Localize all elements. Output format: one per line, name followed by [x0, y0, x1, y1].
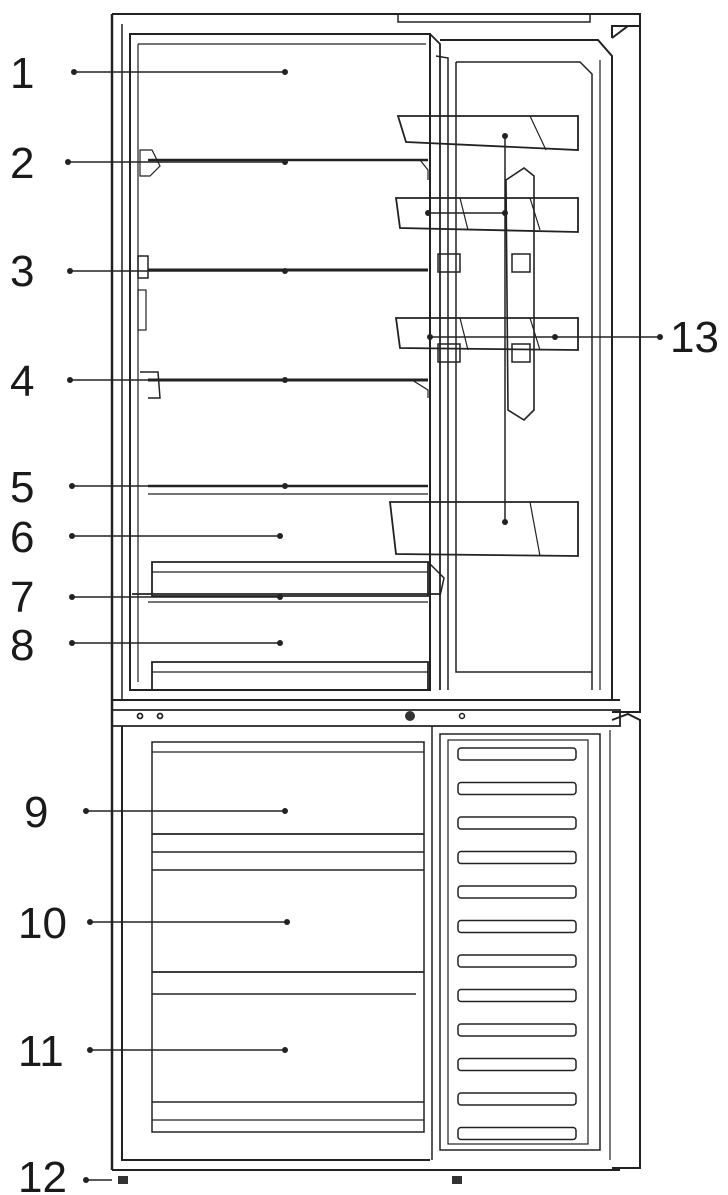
crisper-cover-shelf	[148, 484, 428, 495]
callout-label-7: 7	[10, 573, 34, 622]
crisper-drawer-upper	[132, 561, 445, 603]
callout-7: 7	[10, 573, 283, 622]
freezer-door-slots	[457, 747, 577, 1141]
crisper-drawer-lower	[151, 661, 429, 691]
callout-10: 10	[18, 899, 290, 948]
callout-2: 2	[10, 139, 288, 188]
callout-8: 8	[10, 621, 283, 670]
callout-4: 4	[10, 357, 288, 406]
callout-label-3: 3	[10, 247, 34, 296]
freezer-door-slot	[457, 954, 577, 968]
callouts: 1 2 3 4 5 6 7	[10, 49, 719, 1195]
callout-label-12: 12	[18, 1153, 67, 1195]
freezer-door-slot	[457, 781, 577, 796]
callout-label-13: 13	[670, 313, 719, 362]
callout-label-11: 11	[18, 1027, 64, 1076]
callout-label-5: 5	[10, 463, 34, 512]
glass-shelf-top	[139, 149, 429, 180]
freezer-door-slot	[457, 816, 577, 830]
freezer-cabinet	[112, 726, 620, 1184]
freezer-door-slot	[457, 885, 577, 899]
callout-label-6: 6	[10, 513, 34, 562]
callout-6: 6	[10, 513, 283, 562]
callout-label-10: 10	[18, 899, 67, 948]
callout-label-8: 8	[10, 621, 34, 670]
callout-label-1: 1	[10, 49, 34, 98]
freezer-door-slot	[457, 850, 577, 865]
compartment-divider	[112, 709, 621, 727]
callout-12: 12	[18, 1153, 112, 1195]
callout-1: 1	[10, 49, 288, 98]
callout-9: 9	[24, 788, 288, 837]
freezer-door-slot	[457, 1126, 577, 1141]
callout-13: 13	[425, 133, 719, 525]
freezer-door	[439, 712, 641, 1169]
glass-shelf-lower	[140, 371, 429, 399]
freezer-door-slot	[457, 919, 577, 934]
callout-5: 5	[10, 463, 288, 512]
freezer-door-slot	[457, 988, 577, 1003]
freezer-door-slot	[457, 1092, 577, 1106]
glass-shelf-middle	[137, 255, 428, 331]
freezer-door-slot	[457, 1057, 577, 1072]
callout-11: 11	[18, 1027, 288, 1076]
callout-label-2: 2	[10, 139, 34, 188]
callout-3: 3	[10, 247, 288, 296]
freezer-door-slot	[457, 747, 577, 761]
fridge-cabinet	[110, 13, 641, 1170]
callout-label-4: 4	[10, 357, 34, 406]
fridge-door	[388, 25, 641, 713]
freezer-door-slot	[457, 1023, 577, 1037]
callout-label-9: 9	[24, 788, 48, 837]
